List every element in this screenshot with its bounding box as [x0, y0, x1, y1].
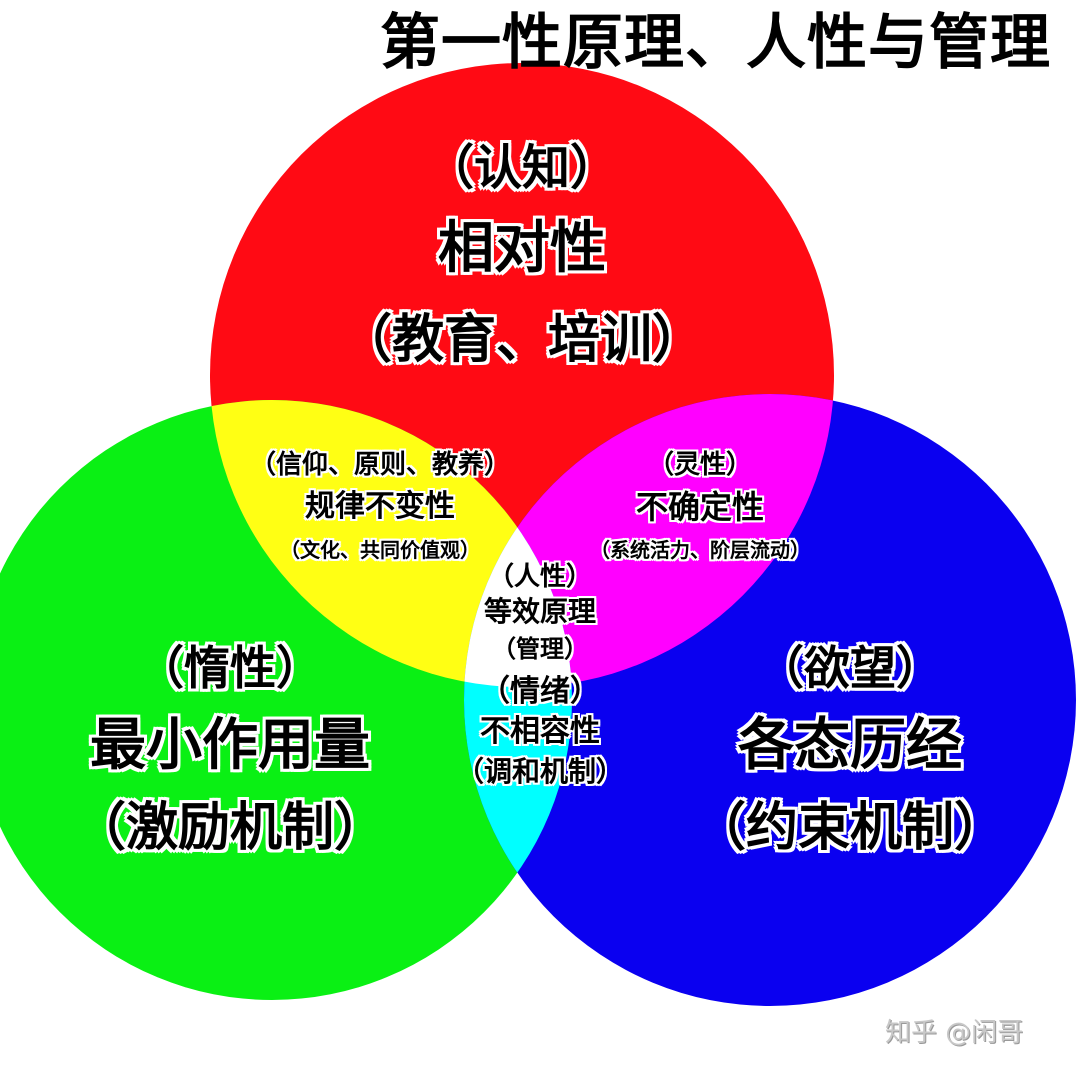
blue-bottom-text: （约束机制）	[693, 798, 1006, 858]
red-region-label: （认知） 相对性 （教育、培训）	[322, 128, 722, 390]
magenta-top-text: （灵性）	[647, 450, 752, 480]
green-bottom-text: （激励机制）	[73, 798, 386, 858]
watermark: 知乎 @闲哥	[885, 1018, 1024, 1048]
yellow-main-text: 规律不变性	[305, 489, 455, 524]
cyan-bottom-text: （调和机制）	[455, 755, 624, 788]
center-main-text: 等效原理	[483, 595, 596, 628]
red-bottom-text: （教育、培训）	[339, 310, 704, 370]
yellow-region-label: （信仰、原则、教养） 规律不变性 （文化、共同价值观）	[215, 445, 545, 571]
center-region-label: （人性） 等效原理 （管理）	[450, 560, 630, 668]
magenta-region-label: （灵性） 不确定性 （系统活力、阶层流动）	[555, 445, 845, 571]
center-bottom-text: （管理）	[492, 635, 588, 663]
magenta-main-text: 不确定性	[635, 488, 764, 526]
green-top-text: （惰性）	[138, 641, 322, 695]
yellow-top-text: （信仰、原则、教养）	[249, 450, 510, 480]
green-region-label: （惰性） 最小作用量 （激励机制）	[45, 630, 415, 870]
magenta-overlap	[464, 394, 834, 687]
blue-region-label: （欲望） 各态历经 （约束机制）	[690, 630, 1010, 870]
green-main-text: 最小作用量	[90, 713, 370, 778]
center-top-text: （人性）	[487, 562, 592, 592]
red-main-text: 相对性	[438, 216, 606, 281]
blue-main-text: 各态历经	[738, 713, 962, 778]
cyan-region-label: （情绪） 不相容性 （调和机制）	[440, 672, 640, 792]
cyan-main-text: 不相容性	[480, 714, 600, 749]
magenta-bottom-text: （系统活力、阶层流动）	[590, 538, 810, 562]
cyan-top-text: （情绪）	[480, 674, 600, 709]
blue-top-text: （欲望）	[758, 641, 942, 695]
yellow-bottom-text: （文化、共同价值观）	[280, 538, 480, 562]
page-title: 第一性原理、人性与管理	[380, 8, 1051, 78]
red-top-text: （认知）	[425, 140, 618, 196]
yellow-overlap	[210, 400, 572, 687]
